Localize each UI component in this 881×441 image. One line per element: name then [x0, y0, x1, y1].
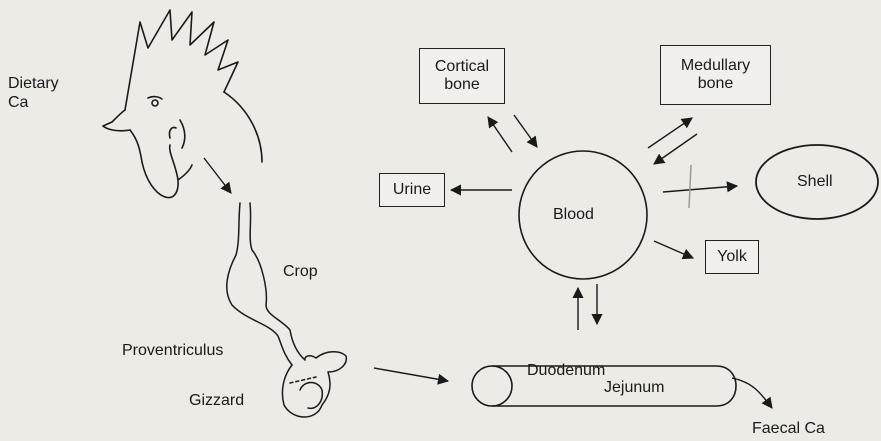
label-blood: Blood — [553, 205, 594, 224]
label-crop: Crop — [283, 262, 318, 281]
arrow-jejunum-to-faecal — [732, 378, 772, 408]
yolk-label: Yolk — [717, 248, 747, 266]
label-dietary-line2: Ca — [8, 93, 59, 112]
label-jejunum: Jejunum — [604, 378, 664, 397]
arrow-blood-to-cortical — [488, 117, 512, 152]
label-duodenum: Duodenum — [527, 361, 605, 380]
digestive-tract-icon — [227, 203, 347, 417]
label-shell: Shell — [797, 172, 833, 191]
urine-box: Urine — [379, 173, 445, 207]
arrow-dietary-to-tract — [204, 158, 231, 193]
cortical-bone-box: Cortical bone — [419, 48, 505, 104]
label-proventriculus: Proventriculus — [122, 341, 223, 360]
urine-label: Urine — [393, 181, 431, 199]
cortical-bone-line1: Cortical — [435, 58, 489, 76]
yolk-box: Yolk — [705, 240, 759, 274]
cortical-bone-line2: bone — [444, 76, 480, 94]
label-faecal-ca: Faecal Ca — [752, 419, 825, 438]
label-dietary-ca: Dietary Ca — [8, 74, 59, 112]
arrow-blood-to-yolk — [654, 241, 693, 258]
arrow-cortical-to-blood — [514, 115, 537, 147]
label-dietary-line1: Dietary — [8, 74, 59, 93]
medullary-bone-line2: bone — [698, 75, 734, 93]
arrow-blood-to-shell — [663, 186, 737, 192]
label-gizzard: Gizzard — [189, 391, 244, 410]
scan-mark — [689, 165, 691, 208]
rooster-head-icon — [103, 10, 262, 198]
medullary-bone-box: Medullary bone — [660, 45, 771, 105]
arrow-medullary-to-blood — [654, 134, 697, 164]
medullary-bone-line1: Medullary — [681, 57, 750, 75]
arrow-blood-to-medullary — [648, 118, 692, 148]
arrow-gizzard-to-duodenum — [374, 368, 448, 381]
